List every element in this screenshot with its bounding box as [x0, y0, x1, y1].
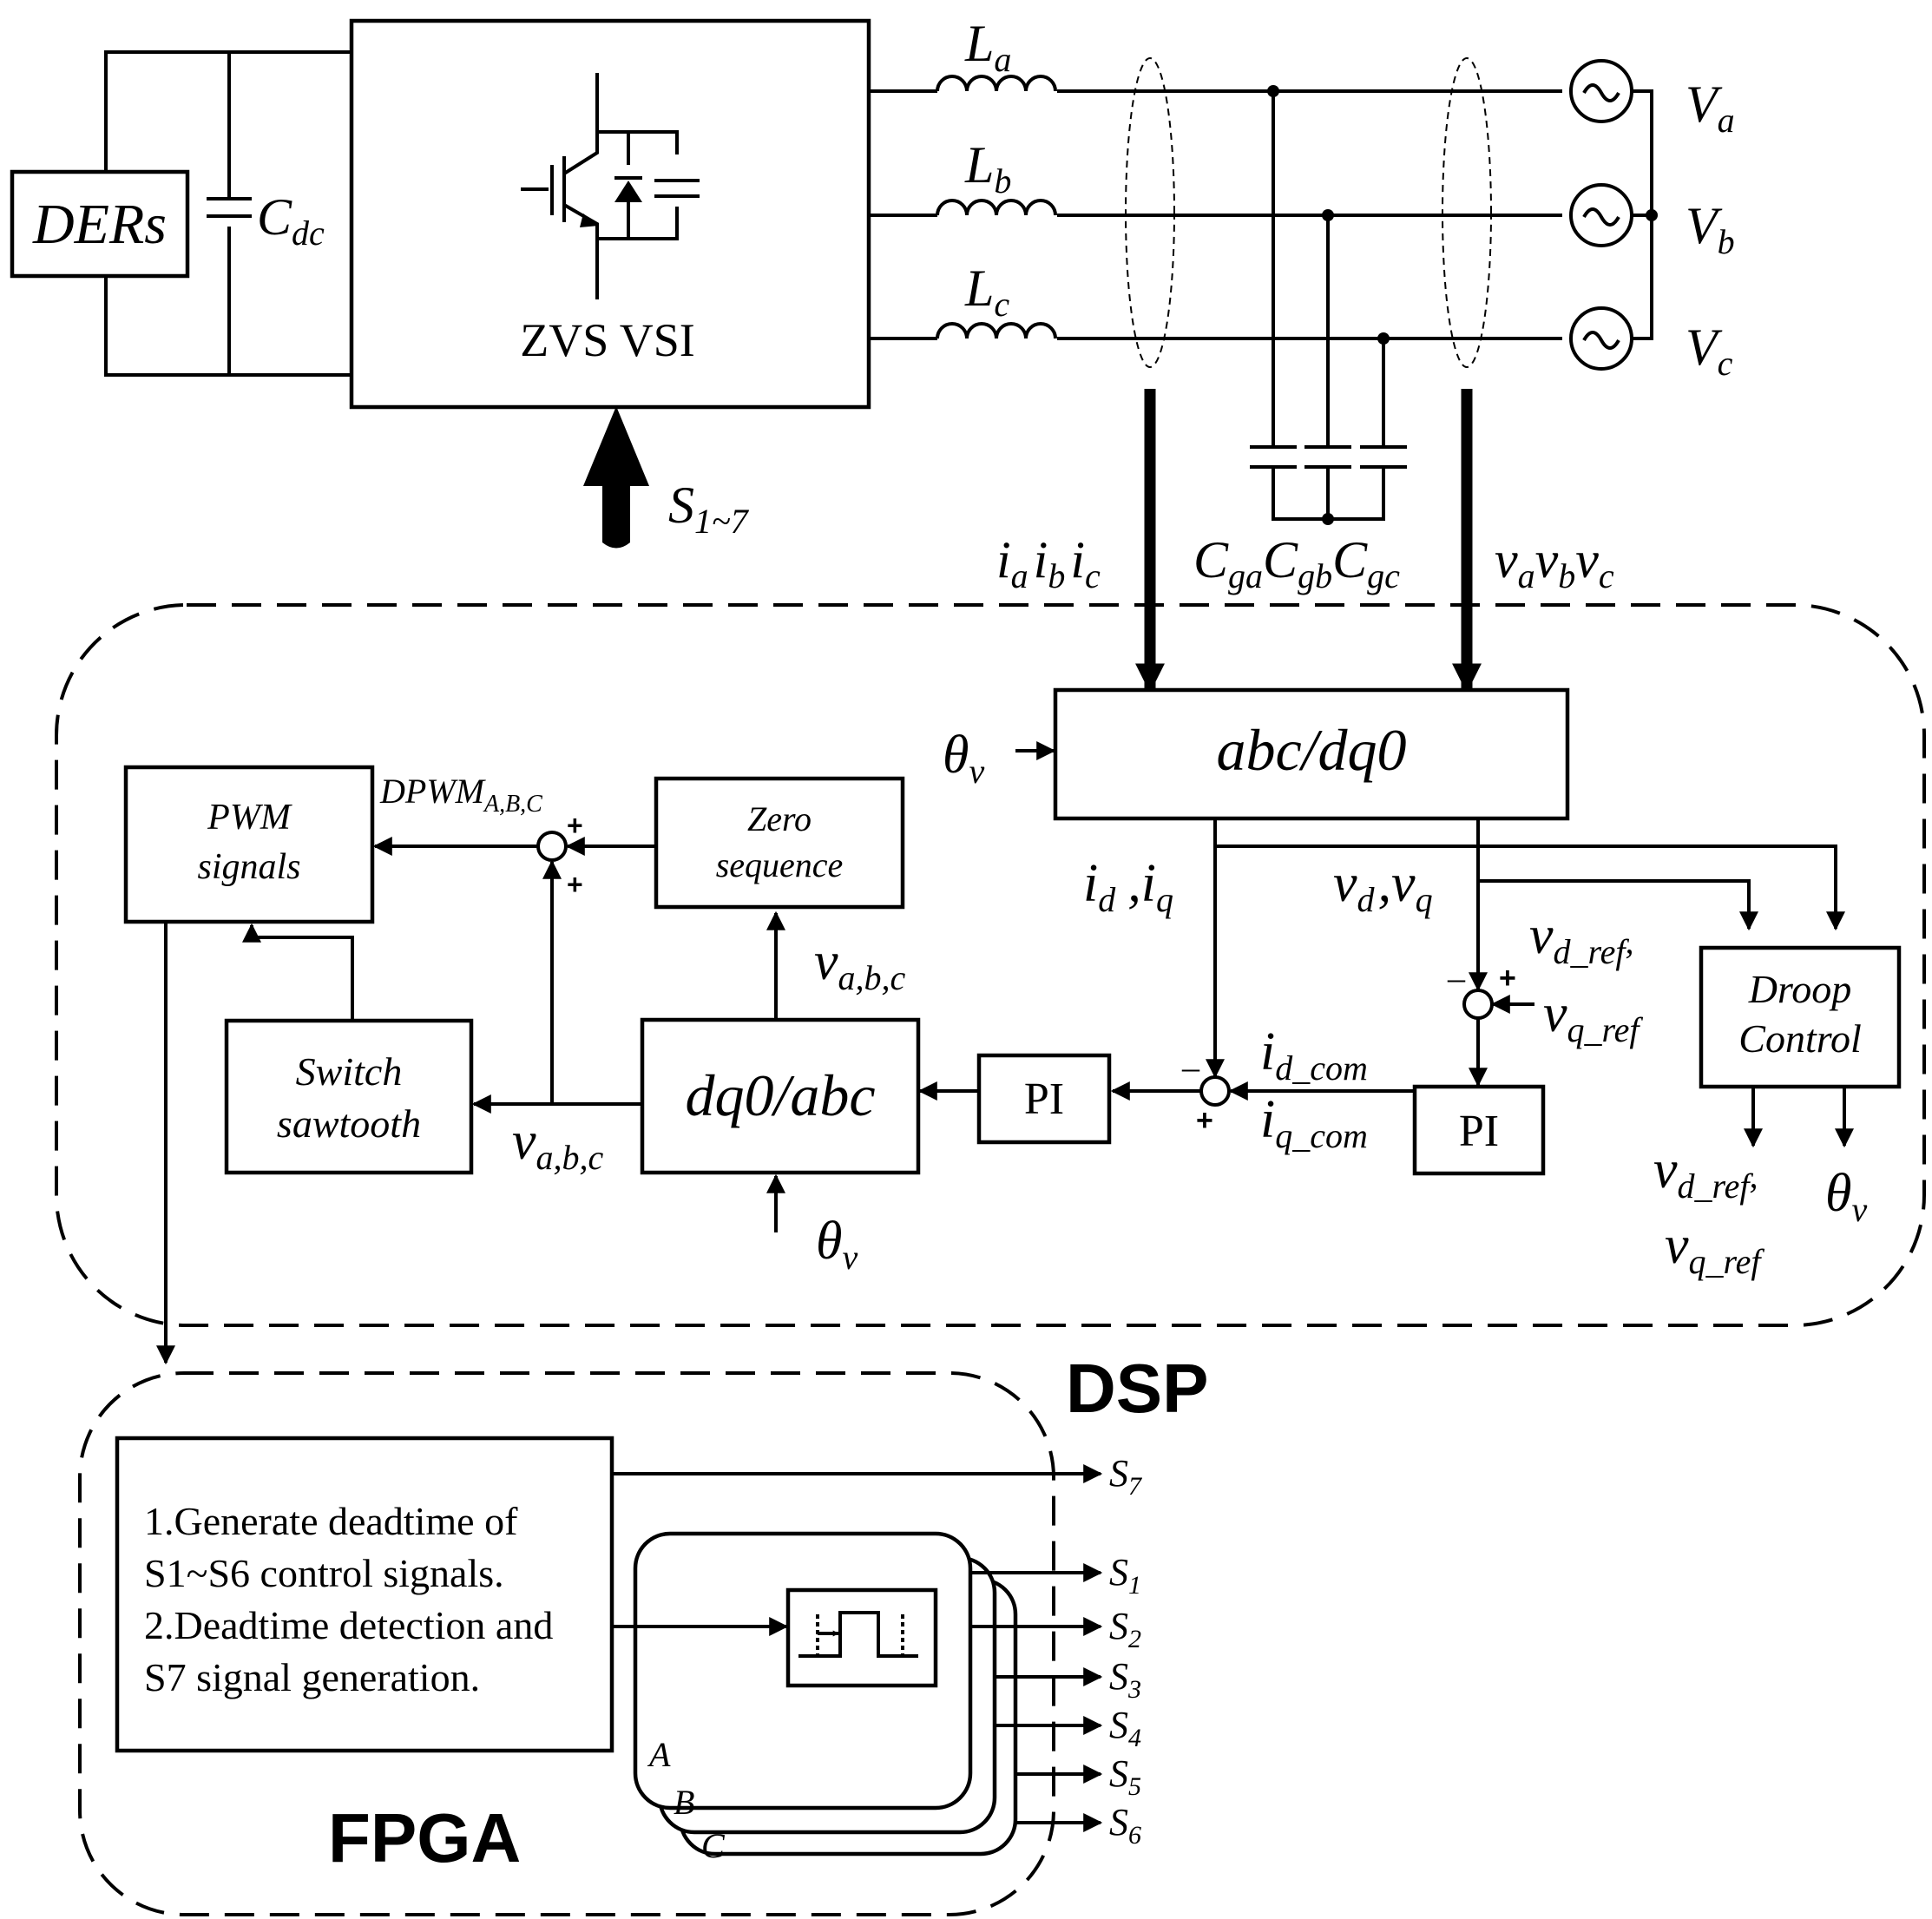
- voltage-sensor-ring: [1442, 57, 1492, 368]
- pwm-signals-label-1: PWM: [207, 798, 292, 838]
- vabc-lower-label: va,b,c: [512, 1112, 604, 1177]
- fpga-region: FPGA 1.Generate deadtime of S1~S6 contro…: [78, 1371, 1143, 1916]
- svg-text:+: +: [567, 810, 583, 841]
- id-iq-label: id,iq: [1083, 854, 1173, 919]
- vref-input-label: vd_ref,: [1529, 906, 1633, 971]
- inductor-c-label: Lc: [964, 260, 1009, 324]
- grid-source-a-label: Va: [1686, 76, 1735, 140]
- droop-control-label-1: Droop: [1748, 967, 1851, 1011]
- inductor-a-icon: [936, 75, 1057, 92]
- fpga-boundary: [78, 1371, 1055, 1916]
- droop-theta-output-label: θv: [1825, 1164, 1867, 1229]
- inductor-b-label: Lb: [964, 136, 1011, 200]
- iq-com-label: iq_com: [1260, 1090, 1368, 1155]
- dpwm-label: DPWMA,B,C: [379, 772, 542, 818]
- fpga-task-box: [115, 1436, 614, 1753]
- output-s3: S3: [1109, 1655, 1141, 1704]
- vd-vq-label: vd,vq: [1333, 854, 1433, 919]
- svg-text:+: +: [1499, 962, 1516, 995]
- current-pi-block: [976, 1053, 1112, 1145]
- dq0-abc-theta-label: θv: [816, 1212, 858, 1277]
- gate-signal-label: S1~7: [668, 476, 750, 541]
- inductor-b-icon: [936, 199, 1057, 216]
- igbt-icon: [521, 73, 700, 299]
- zvs-vsi-label: ZVS VSI: [520, 314, 695, 366]
- ders-box: [10, 169, 190, 279]
- output-s2: S2: [1109, 1605, 1141, 1653]
- droop-control-block: [1699, 945, 1902, 1089]
- switch-sawtooth-block: [224, 1018, 474, 1175]
- phase-card-c-label: C: [701, 1826, 726, 1865]
- svg-text:–: –: [1447, 958, 1466, 997]
- switch-sawtooth-label-1: Switch: [296, 1049, 403, 1094]
- voltage-summing-junction: [1462, 989, 1494, 1020]
- id-com-label: id_com: [1260, 1022, 1368, 1088]
- fpga-task-line-4: S7 signal generation.: [144, 1655, 480, 1699]
- gate-signal-arrow: [583, 406, 649, 549]
- output-s6: S6: [1109, 1801, 1141, 1850]
- dq0-abc-block: [640, 1017, 921, 1175]
- current-sensor-ring: [1125, 57, 1175, 368]
- dq0-abc-label: dq0/abc: [685, 1062, 875, 1128]
- grid-source-c-icon: [1569, 306, 1633, 371]
- current-pi-label: PI: [1024, 1075, 1064, 1124]
- fpga-label: FPGA: [328, 1799, 521, 1876]
- switch-sawtooth-label-2: sawtooth: [277, 1101, 421, 1146]
- inductor-a-label: La: [964, 15, 1011, 79]
- grid-source-c-label: Vc: [1686, 319, 1733, 383]
- svg-text:+: +: [567, 869, 583, 900]
- dsp-label: DSP: [1066, 1350, 1209, 1427]
- vref-input-label-q: vq_ref: [1543, 984, 1643, 1049]
- dc-capacitor-label: Cdc: [257, 188, 325, 253]
- abc-dq0-block: [1053, 687, 1570, 821]
- droop-vref-output-label: vd_ref,: [1653, 1140, 1758, 1206]
- output-s5: S5: [1109, 1752, 1141, 1801]
- phase-card-b-label: B: [674, 1783, 694, 1822]
- filter-capacitor-icons: [1250, 445, 1407, 469]
- ders-label: DERs: [32, 193, 167, 256]
- output-s4: S4: [1109, 1704, 1141, 1752]
- voltage-pi-block: [1412, 1084, 1546, 1176]
- dsp-boundary: [55, 603, 1926, 1327]
- abc-dq0-theta-label: θv: [943, 726, 984, 791]
- deadtime-waveform-icon: [785, 1587, 938, 1688]
- filter-capacitor-labels: CgaCgbCgc: [1193, 531, 1400, 595]
- grid-source-a-icon: [1569, 59, 1633, 123]
- fpga-task-line-1: 1.Generate deadtime of: [144, 1499, 518, 1543]
- output-s1: S1: [1109, 1551, 1141, 1600]
- droop-vqref-output-label: vq_ref: [1665, 1216, 1764, 1281]
- power-stage: DERs Cdc ZVS VSI: [10, 15, 1735, 693]
- zero-sequence-label-2: sequence: [716, 845, 844, 884]
- vabc-upper-label: va,b,c: [814, 932, 906, 997]
- current-summing-junction: [1199, 1075, 1231, 1107]
- dpwm-summing-junction: [536, 831, 568, 862]
- droop-control-label-2: Control: [1738, 1016, 1861, 1061]
- abc-dq0-label: abc/dq0: [1216, 717, 1406, 783]
- voltage-pi-label: PI: [1459, 1107, 1499, 1156]
- output-s7: S7: [1109, 1452, 1143, 1501]
- svg-text:+: +: [1196, 1104, 1213, 1137]
- voltage-measurement-label: vavbvc: [1495, 531, 1614, 595]
- zero-sequence-label-1: Zero: [747, 799, 812, 838]
- fpga-task-line-2: S1~S6 control signals.: [144, 1551, 504, 1595]
- svg-text:–: –: [1181, 1048, 1200, 1087]
- fpga-task-line-3: 2.Deadtime detection and: [144, 1603, 553, 1647]
- pwm-signals-block: [123, 765, 375, 924]
- zvs-vsi-box: [349, 18, 871, 410]
- phase-card-a-label: A: [647, 1735, 671, 1774]
- grid-source-b-label: Vb: [1686, 197, 1735, 261]
- pwm-signals-label-2: signals: [197, 847, 300, 887]
- grid-source-b-icon: [1569, 183, 1633, 247]
- zero-sequence-block: [654, 776, 905, 910]
- inductor-c-icon: [936, 322, 1057, 339]
- dsp-region: DSP abc/dq0 θv id,iq vd,vq – + vd_ref, v…: [55, 603, 1926, 1427]
